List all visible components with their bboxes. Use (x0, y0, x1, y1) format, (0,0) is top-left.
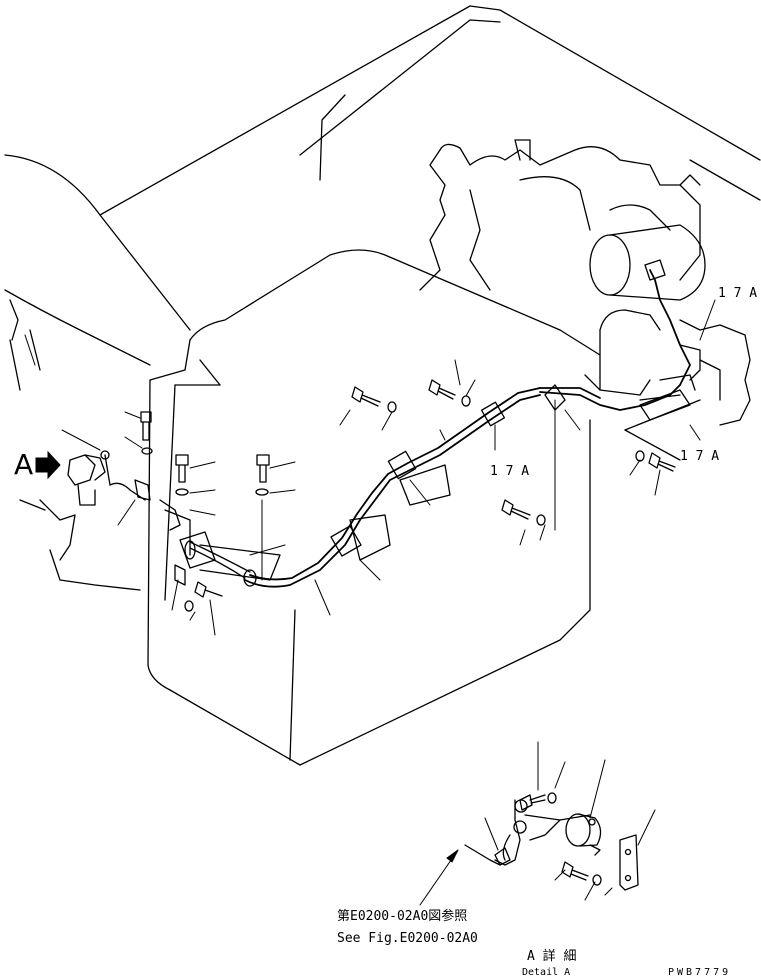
left-body-outline (4, 154, 191, 391)
reference-note-jp: 第E0200-02A0図参照 (337, 908, 467, 924)
leader-lines (24, 299, 716, 636)
part-ref-17a-top: 1 7 A (718, 286, 757, 301)
detail-a-view (464, 741, 656, 901)
tube-run (104, 259, 701, 588)
reference-arrow (419, 849, 459, 906)
view-arrow-a: A (14, 448, 61, 481)
part-ref-17a-right: 1 7 A (680, 449, 719, 464)
view-arrow-letter: A (14, 448, 33, 481)
detail-title-en: Detail A (522, 967, 570, 978)
cab-roof-outline (99, 5, 761, 216)
reference-note-en: See Fig.E0200-02A0 (337, 931, 478, 946)
engine-block (419, 139, 751, 461)
left-sensor-assembly (19, 450, 141, 591)
detail-title-jp: A 詳 細 (527, 948, 576, 964)
engine-housing (147, 249, 591, 766)
tube-clamps (134, 374, 696, 587)
part-ref-17a-middle: 1 7 A (490, 464, 529, 479)
drawing-code: PWB7779 (668, 967, 731, 978)
hardware-bolts (140, 379, 676, 612)
